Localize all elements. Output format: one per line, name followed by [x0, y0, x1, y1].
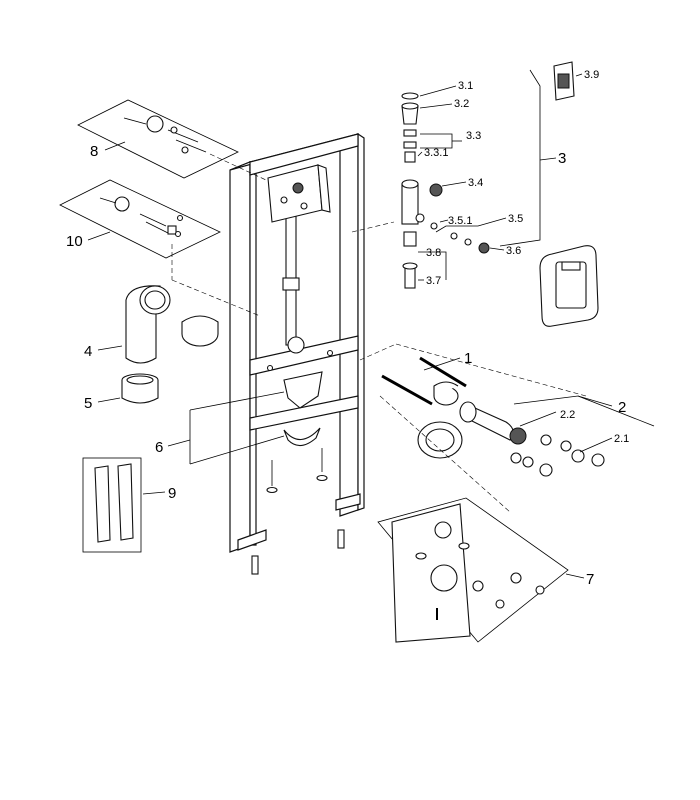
label-3-8: 3.8: [426, 247, 441, 259]
part-4-flush-bend: [125, 285, 219, 364]
label-5: 5: [84, 395, 92, 412]
label-3-7: 3.7: [426, 275, 441, 287]
label-8: 8: [90, 143, 98, 160]
part-3-9-cover: [553, 61, 575, 101]
label-9: 9: [168, 485, 176, 502]
label-3-1: 3.1: [458, 80, 473, 92]
label-4: 4: [84, 343, 92, 360]
label-3-5: 3.5: [508, 213, 523, 225]
label-3-3: 3.3: [466, 130, 481, 142]
part-8-wall-bracket-kit: [77, 99, 239, 179]
label-2-1: 2.1: [614, 433, 629, 445]
assembly-guides: [171, 153, 587, 513]
part-7-insulation-pad: [377, 497, 569, 643]
label-3-5-1: 3.5.1: [448, 215, 472, 227]
label-3-9: 3.9: [584, 69, 599, 81]
label-3-6: 3.6: [506, 245, 521, 257]
label-3-4: 3.4: [468, 177, 483, 189]
part-10-wall-bracket-kit: [59, 179, 221, 259]
part-2-fittings: [510, 434, 605, 477]
callout-labels: 1 2 2.1 2.2 3 3.1 3.2 3.3 3.3.1 3.4 3.5 …: [66, 69, 629, 588]
leader-lines: [87, 69, 655, 579]
floor-bolts: [251, 448, 345, 575]
label-1: 1: [464, 350, 472, 367]
inspection-cover: [539, 245, 599, 327]
part-2-flush-pipe: [417, 401, 527, 459]
part-5-connector: [121, 373, 159, 404]
label-2-2: 2.2: [560, 409, 575, 421]
part-9-wall-anchors: [82, 457, 142, 553]
label-3-3-1: 3.3.1: [424, 147, 448, 159]
label-3: 3: [558, 150, 566, 167]
label-2: 2: [618, 399, 626, 416]
label-6: 6: [155, 439, 163, 456]
label-3-2: 3.2: [454, 98, 469, 110]
part-1-fixing-set: [381, 356, 467, 406]
label-7: 7: [586, 571, 594, 588]
installation-frame: [229, 132, 365, 553]
part-3-fill-valve: [401, 92, 490, 289]
label-10: 10: [66, 233, 83, 250]
